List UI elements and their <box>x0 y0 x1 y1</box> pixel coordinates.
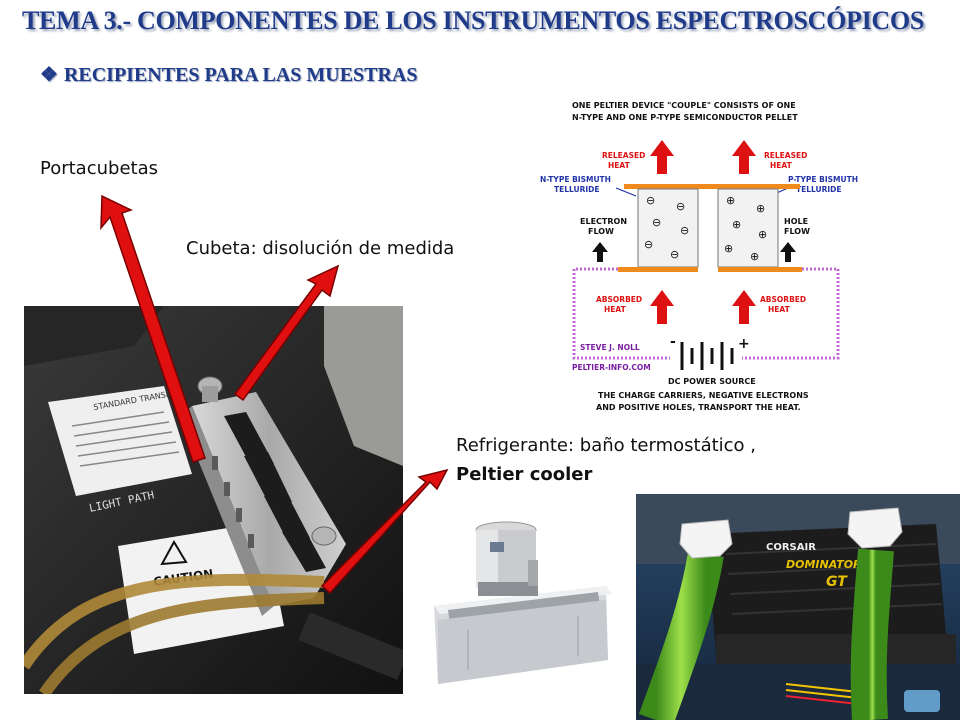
svg-text:⊕: ⊕ <box>732 218 741 231</box>
svg-text:⊖: ⊖ <box>646 194 655 207</box>
absorbed-heat-left-l2: HEAT <box>604 305 627 314</box>
released-heat-left-l1: RELEASED <box>602 151 645 160</box>
diamond-bullet-icon: ❖ <box>40 64 58 86</box>
svg-text:⊕: ⊕ <box>724 242 733 255</box>
svg-text:⊕: ⊕ <box>726 194 735 207</box>
label-refrigerante: Refrigerante: baño termostático , <box>456 435 757 456</box>
diagram-heading-line1: ONE PELTIER DEVICE "COUPLE" CONSISTS OF … <box>572 101 796 110</box>
released-heat-arrows <box>650 140 756 174</box>
n-type-label-l1: N-TYPE BISMUTH <box>540 175 611 184</box>
battery-minus: - <box>670 334 676 350</box>
released-heat-left-l2: HEAT <box>608 161 631 170</box>
p-type-label-l2: TELLURIDE <box>796 185 842 194</box>
p-type-label-l1: P-TYPE BISMUTH <box>788 175 858 184</box>
dc-power-source-label: DC POWER SOURCE <box>668 377 756 386</box>
thermostatic-bath-photo <box>428 520 618 688</box>
section-subtitle: ❖RECIPIENTES PARA LAS MUESTRAS <box>40 62 418 87</box>
page-title: TEMA 3.- COMPONENTES DE LOS INSTRUMENTOS… <box>22 6 924 35</box>
svg-text:⊖: ⊖ <box>652 216 661 229</box>
electron-symbols: ⊖⊖ ⊖⊖ ⊖⊖ <box>644 194 689 261</box>
gt-text: GT <box>826 574 848 590</box>
author-credit: STEVE J. NOLL <box>580 343 640 352</box>
peltier-cooler-photo: CORSAIR DOMINATOR GT <box>636 494 960 720</box>
hole-flow-l2: FLOW <box>784 227 810 236</box>
absorbed-heat-right-l2: HEAT <box>768 305 791 314</box>
svg-text:⊕: ⊕ <box>758 228 767 241</box>
diagram-footer-line2: AND POSITIVE HOLES, TRANSPORT THE HEAT. <box>596 403 801 412</box>
hole-symbols: ⊕ ⊕ ⊕ ⊕ ⊕ ⊕ <box>724 194 767 263</box>
svg-text:⊖: ⊖ <box>644 238 653 251</box>
diagram-footer-line1: THE CHARGE CARRIERS, NEGATIVE ELECTRONS <box>598 391 809 400</box>
svg-text:⊖: ⊖ <box>680 224 689 237</box>
n-type-label-l2: TELLURIDE <box>554 185 600 194</box>
label-cubeta: Cubeta: disolución de medida <box>186 238 455 259</box>
battery-plus: + <box>738 336 750 352</box>
absorbed-heat-left-l1: ABSORBED <box>596 295 642 304</box>
absorbed-heat-right-l1: ABSORBED <box>760 295 806 304</box>
released-heat-right-l2: HEAT <box>770 161 793 170</box>
svg-text:⊕: ⊕ <box>756 202 765 215</box>
corsair-text: CORSAIR <box>766 542 816 553</box>
electron-flow-l1: ELECTRON <box>580 217 627 226</box>
released-heat-right-l1: RELEASED <box>764 151 807 160</box>
diagram-heading-line2: N-TYPE AND ONE P-TYPE SEMICONDUCTOR PELL… <box>572 113 798 122</box>
label-portacubetas: Portacubetas <box>40 158 158 179</box>
site-credit: PELTIER-INFO.COM <box>572 363 651 372</box>
svg-text:⊖: ⊖ <box>670 248 679 261</box>
absorbed-heat-arrows <box>650 290 756 324</box>
flow-arrows <box>592 242 796 262</box>
peltier-diagram: ONE PELTIER DEVICE "COUPLE" CONSISTS OF … <box>520 92 860 422</box>
electron-flow-l2: FLOW <box>588 227 614 236</box>
svg-text:⊕: ⊕ <box>750 250 759 263</box>
label-peltier: Peltier cooler <box>456 464 593 485</box>
dc-battery-icon <box>680 342 734 370</box>
hole-flow-l1: HOLE <box>784 217 808 226</box>
dominator-text: DOMINATOR <box>786 558 862 571</box>
subtitle-text: RECIPIENTES PARA LAS MUESTRAS <box>63 64 418 86</box>
cuvette-holder-photo: STANDARD TRANSPORT LIGHT PATH CAUTION <box>24 306 403 694</box>
svg-text:⊖: ⊖ <box>676 200 685 213</box>
